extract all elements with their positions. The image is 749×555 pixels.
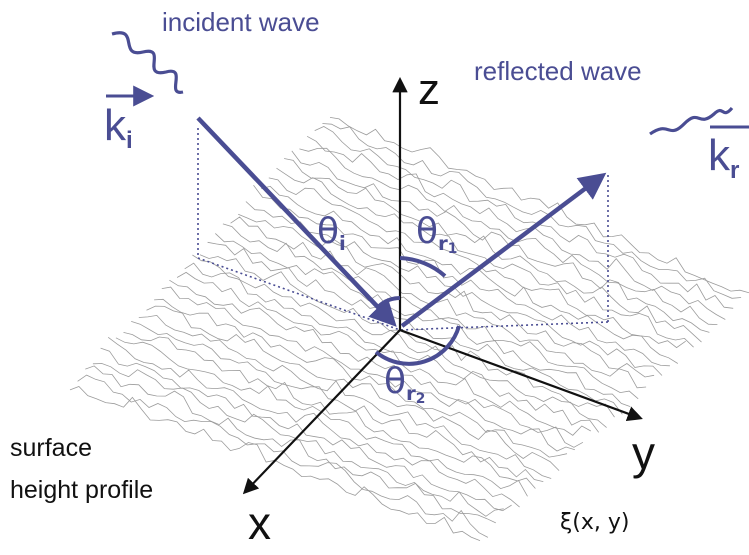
- k-reflected-label: kr: [708, 131, 739, 184]
- k-incident-label: ki: [104, 101, 133, 154]
- theta-r2-subsubscript: 2: [415, 391, 426, 408]
- surface-mesh-line: [154, 298, 568, 458]
- surface-height-profile-mesh: [69, 117, 749, 541]
- surface-mesh-line: [184, 262, 600, 433]
- surface-mesh-line: [192, 254, 607, 428]
- k-incident-subscript: i: [126, 127, 133, 155]
- k-reflected-symbol: k: [708, 131, 730, 180]
- theta-r1-subsubscript: 1: [447, 241, 458, 258]
- surface-mesh-line: [222, 223, 639, 400]
- profile-function-label: ξ(x, y): [560, 510, 630, 535]
- theta-i-subscript: i: [339, 231, 346, 255]
- theta-r2-subscript: r: [406, 381, 416, 405]
- surface-label-line2: height profile: [10, 476, 154, 504]
- incident-ground-projection: [197, 257, 401, 331]
- surface-mesh-line: [306, 135, 726, 320]
- surface-mesh-line: [92, 363, 504, 517]
- theta-r2-symbol: θ: [384, 361, 407, 402]
- surface-mesh-line: [291, 150, 710, 333]
- coordinate-axes: [242, 76, 643, 495]
- surface-label-line1: surface: [10, 434, 92, 462]
- incident-wave-icon: [111, 31, 184, 94]
- surface-mesh-line: [161, 286, 576, 452]
- surface-mesh-line: [322, 123, 742, 299]
- surface-mesh-line: [115, 337, 528, 497]
- reflected-ground-projection: [399, 321, 609, 331]
- theta-r1-subscript: r: [438, 231, 448, 255]
- reflected-wave-label: reflected wave: [474, 56, 642, 86]
- surface-mesh-line: [215, 233, 631, 407]
- surface-mesh-line: [276, 167, 694, 348]
- k-reflected-subscript: r: [730, 157, 740, 185]
- surface-mesh-line: [123, 332, 536, 489]
- surface-mesh-line: [85, 365, 496, 524]
- theta-i-arc: [376, 296, 401, 309]
- surface-mesh-line: [169, 279, 584, 448]
- surface-mesh-line: [299, 147, 718, 325]
- theta-i-symbol: θ: [317, 211, 340, 252]
- surface-mesh-line: [268, 177, 686, 349]
- surface-mesh-line: [69, 386, 481, 541]
- surface-mesh-line: [230, 216, 647, 389]
- surface-mesh-line: [329, 117, 749, 294]
- theta-r2-label: θr2: [384, 361, 425, 407]
- reflected-wave-icon: [649, 106, 734, 136]
- surface-mesh-line: [107, 336, 520, 508]
- surface-mesh-line: [199, 254, 615, 418]
- surface-mesh-line: [207, 241, 623, 415]
- surface-mesh-line: [253, 184, 670, 367]
- k-incident-symbol: k: [104, 101, 126, 150]
- incident-ray: [196, 116, 397, 327]
- surface-mesh-line: [314, 126, 734, 309]
- theta-r1-label: θr1: [416, 211, 457, 257]
- y-axis: [399, 328, 643, 421]
- angle-arcs: [374, 256, 461, 366]
- y-axis-label: y: [632, 427, 655, 479]
- surface-mesh-line: [138, 314, 552, 479]
- x-axis: [242, 329, 401, 495]
- theta-r1-arc: [399, 256, 447, 278]
- incident-wave-label: incident wave: [162, 7, 320, 37]
- theta-r2-arc: [374, 325, 461, 366]
- theta-r1-symbol: θ: [416, 211, 439, 252]
- surface-mesh-line: [284, 158, 702, 343]
- surface-mesh-line: [261, 185, 679, 364]
- surface-mesh-line: [176, 271, 591, 436]
- surface-mesh-line: [77, 374, 489, 538]
- theta-i-label: θi: [317, 211, 346, 254]
- surface-mesh-line: [100, 347, 512, 512]
- z-axis-label: z: [418, 65, 440, 114]
- x-axis-label: x: [248, 497, 271, 549]
- surface-mesh-line: [131, 321, 544, 482]
- reflected-ray: [400, 172, 607, 328]
- projection-lines: [197, 128, 609, 331]
- wave-vectors: [196, 116, 607, 328]
